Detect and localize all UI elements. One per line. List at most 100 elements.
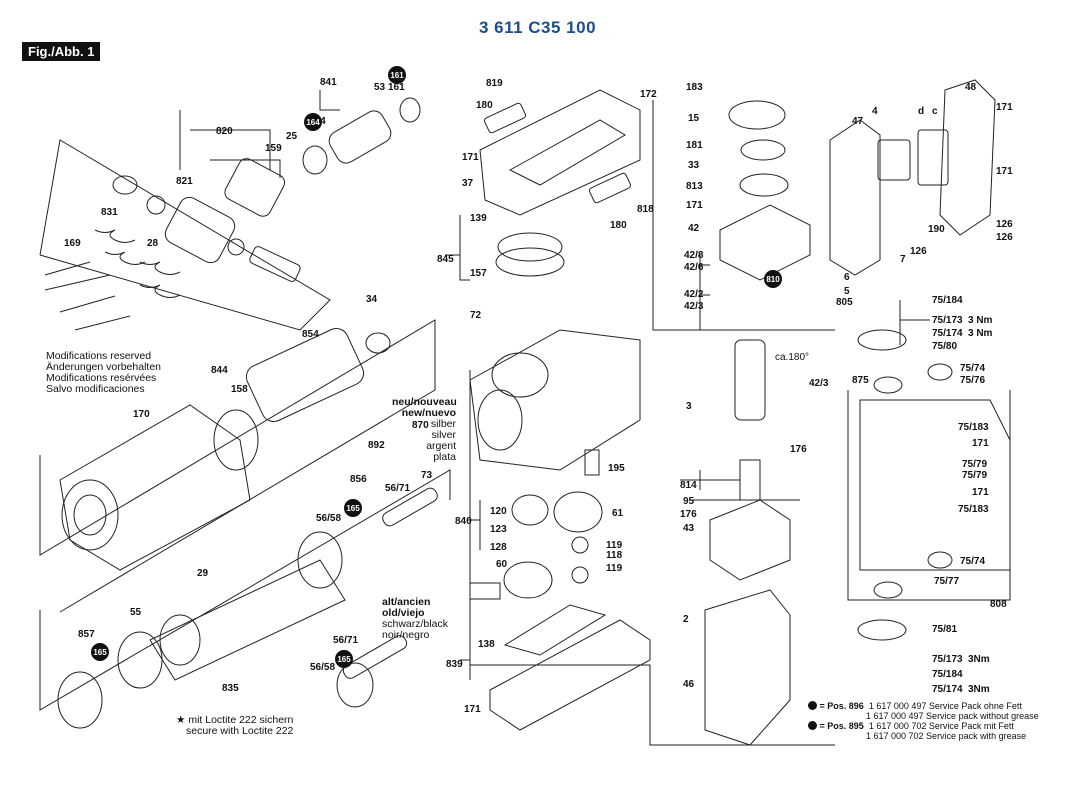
label-p181: 181 — [686, 140, 703, 151]
label-p7580: 75/80 — [932, 341, 957, 352]
label-p3: 3 — [686, 401, 692, 412]
label-p126c: 126 — [910, 246, 927, 257]
callout-161: 161 — [388, 66, 406, 84]
leader-line — [319, 90, 340, 111]
label-p2: 2 — [683, 614, 689, 625]
label-p814: 814 — [680, 480, 697, 491]
label-p95: 95 — [683, 496, 695, 507]
label-p33: 33 — [688, 160, 700, 171]
label-p120: 120 — [490, 506, 507, 517]
label-p171e: 171 — [996, 166, 1013, 177]
label-p7577: 75/77 — [934, 576, 959, 587]
label-p3nmc: 3Nm — [968, 654, 990, 665]
label-p170: 170 — [133, 409, 150, 420]
loctite-note: ★ mit Loctite 222 sichern secure with Lo… — [176, 714, 294, 737]
label-p7579a: 75/79 — [962, 459, 987, 470]
label-p73: 73 — [421, 470, 433, 481]
label-p55: 55 — [130, 607, 142, 618]
label-p75174b: 75/174 — [932, 684, 963, 695]
svg-text:164: 164 — [306, 118, 320, 127]
label-p844: 844 — [211, 365, 228, 376]
leader-line — [210, 159, 281, 178]
svg-text:161: 161 — [390, 71, 404, 80]
label-p34: 34 — [366, 294, 378, 305]
callout-165c: 165 — [335, 650, 353, 668]
label-p25: 25 — [286, 131, 298, 142]
old-version-note: alt/ancien old/viejo schwarz/black noir/… — [382, 596, 448, 641]
label-p813: 813 — [686, 181, 703, 192]
label-p60: 60 — [496, 559, 508, 570]
label-p171g: 171 — [972, 487, 989, 498]
label-p845: 845 — [437, 254, 454, 265]
bullet-icon — [808, 721, 817, 730]
callout-165b: 165 — [91, 643, 109, 661]
label-p190: 190 — [928, 224, 945, 235]
label-p75183b: 75/183 — [958, 504, 989, 515]
frame-line — [469, 370, 835, 746]
frame-line — [39, 319, 436, 613]
leader-line — [445, 215, 470, 281]
label-p3nmd: 3Nm — [968, 684, 990, 695]
bullet-icon — [808, 701, 817, 710]
label-p808: 808 — [990, 599, 1007, 610]
figure-label: Fig./Abb. 1 — [22, 42, 101, 61]
label-p7576: 75/76 — [960, 375, 985, 386]
document-title: 3 611 C35 100 — [478, 18, 597, 37]
label-p172: 172 — [640, 89, 657, 100]
leader-line — [460, 630, 471, 680]
label-p118: 118 — [606, 550, 623, 561]
label-p75174a: 75/174 — [932, 328, 963, 339]
label-p426: 42/6 — [684, 262, 704, 273]
new-version-note: neu/nouveau new/nuevo silber silver arge… — [392, 396, 457, 463]
svg-text:165: 165 — [93, 648, 107, 657]
label-p856: 856 — [350, 474, 367, 485]
label-p3nmb: 3 Nm — [968, 328, 993, 339]
label-p119a: 119 — [606, 540, 623, 551]
label-p169: 169 — [64, 238, 81, 249]
label-p892: 892 — [368, 440, 385, 451]
label-p159: 159 — [265, 143, 282, 154]
label-p28: 28 — [147, 238, 159, 249]
motor-column — [704, 100, 811, 746]
frame-line — [652, 100, 835, 331]
label-p139: 139 — [470, 213, 487, 224]
label-p195: 195 — [608, 463, 625, 474]
leader-line — [468, 500, 481, 550]
label-p841: 841 — [320, 77, 337, 88]
label-p5658a: 56/58 — [316, 513, 341, 524]
label-p75173b: 75/173 — [932, 654, 963, 665]
label-p857: 857 — [78, 629, 95, 640]
label-p423b: 42/3 — [809, 378, 829, 389]
label-p6: 6 — [844, 272, 850, 283]
label-p422: 42/2 — [684, 289, 704, 300]
label-p5: 5 — [844, 286, 850, 297]
label-p854: 854 — [302, 329, 319, 340]
label-p4: 4 — [872, 106, 878, 117]
label-p176b: 176 — [680, 509, 697, 520]
label-p126b: 126 — [996, 232, 1013, 243]
label-p138: 138 — [478, 639, 495, 650]
frame-line — [39, 139, 331, 331]
modifications-note: Modifications reserved Änderungen vorbeh… — [46, 350, 162, 395]
gearbox-lower — [489, 604, 651, 731]
label-p171f: 171 — [972, 438, 989, 449]
label-p819: 819 — [486, 78, 503, 89]
label-p5671b: 56/71 — [333, 635, 358, 646]
gear-housing-cover — [479, 89, 641, 277]
label-p176a: 176 — [790, 444, 807, 455]
label-p75183a: 75/183 — [958, 422, 989, 433]
label-p119b: 119 — [606, 563, 623, 574]
label-p7574a: 75/74 — [960, 363, 985, 374]
label-p157: 157 — [470, 268, 487, 279]
label-p835: 835 — [222, 683, 239, 694]
label-p831: 831 — [101, 207, 118, 218]
label-p15: 15 — [688, 113, 700, 124]
circle-callouts: 161 164 165 165 165 810 — [91, 66, 782, 668]
label-p5671a: 56/71 — [385, 483, 410, 494]
label-p171d: 171 — [996, 102, 1013, 113]
label-p7: 7 — [900, 254, 906, 265]
callout-164: 164 — [304, 113, 322, 131]
barrel-assembly — [57, 487, 438, 729]
label-p5658b: 56/58 — [310, 662, 335, 673]
